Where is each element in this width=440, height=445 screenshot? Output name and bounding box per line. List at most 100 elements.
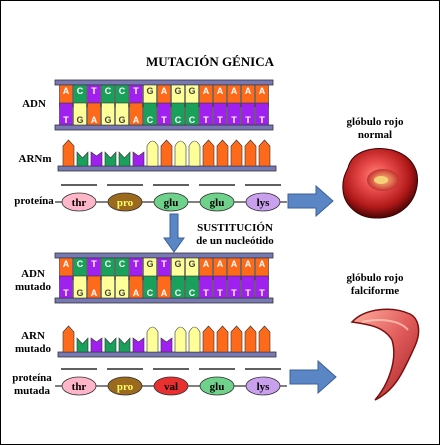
- dna-normal-base-bottom-label: T: [259, 115, 265, 125]
- dna-normal-base-pair: AT: [213, 84, 227, 126]
- dna-normal-base-pair: CG: [115, 84, 129, 126]
- dna-mutated-base-bottom-label: G: [118, 288, 125, 298]
- dna-mutated-base-bottom: [227, 275, 241, 299]
- dna-mutated-base-bottom: [115, 275, 129, 299]
- dna-normal-base-pair: AT: [157, 84, 171, 126]
- dna-normal-base-top-label: C: [119, 86, 126, 96]
- dna-mutated-base-bottom: [213, 275, 227, 299]
- dna-mutated-base-top-label: G: [188, 259, 195, 269]
- protein-mutated-amino-acid-lys: [245, 376, 281, 396]
- dna-mutated-base-bottom-label: A: [161, 288, 168, 298]
- dna-normal-base-bottom: [87, 102, 101, 126]
- dna-normal-base-bottom-label: C: [175, 115, 182, 125]
- dna-mutated-base-top-label: A: [63, 259, 70, 269]
- dna-normal-base-top-label: G: [146, 86, 153, 96]
- sustitucion-line1: SUSTITUCIÓN: [197, 222, 273, 234]
- dna-mutated-base-top-label: A: [245, 259, 252, 269]
- dna-mutated-base-bottom-label: T: [245, 288, 251, 298]
- dna-normal-base-pair: GC: [143, 84, 157, 126]
- dna-normal-base-top-label: A: [203, 86, 210, 96]
- dna-normal-base-bottom: [255, 102, 269, 126]
- dna-normal-base-bottom: [199, 102, 213, 126]
- protein-normal-amino-acid-label: thr: [72, 197, 87, 209]
- dna-normal-base-pair: CG: [73, 84, 87, 126]
- arn-mutated-nucleotide-A: [258, 325, 271, 353]
- dna-mutated-base-bottom-label: T: [259, 288, 265, 298]
- arn-normal-nucleotide-U: [90, 151, 103, 167]
- dna-normal-base-bottom: [213, 102, 227, 126]
- dna-mutated-base-bottom: [171, 275, 185, 299]
- dna-mutated-backbone-bottom: [54, 297, 274, 304]
- dna-mutated-base-bottom: [129, 275, 143, 299]
- protein-mutated-amino-acid-thr: [61, 376, 97, 396]
- arn-normal-nucleotide-A: [230, 139, 243, 167]
- protein-normal-amino-acid-lys: [245, 192, 281, 212]
- dna-normal-base-pair: TA: [87, 84, 101, 126]
- dna-normal-base-top-label: A: [63, 86, 70, 96]
- arn-mutated-nucleotide-A: [244, 325, 257, 353]
- dna-normal-base-top-label: C: [105, 86, 112, 96]
- dna-normal-base-pair: GC: [185, 84, 199, 126]
- dna-mutated-base-bottom-label: G: [104, 288, 111, 298]
- arn-normal-nucleotide-A: [160, 139, 173, 167]
- protein-mutated-amino-acid-val: [153, 376, 189, 396]
- dna-normal-base-pair: AT: [199, 84, 213, 126]
- dna-normal-base-pair: AT: [59, 84, 73, 126]
- label-sickle-cell: glóbulo rojo falciforme: [330, 272, 420, 298]
- arn-normal-nucleotide-C: [118, 151, 131, 167]
- dna-normal-base-top-label: G: [174, 86, 181, 96]
- dna-mutated-base-bottom: [199, 275, 213, 299]
- dna-normal-base-bottom-label: C: [147, 115, 154, 125]
- protein-mutated-amino-acid-label: lys: [257, 381, 271, 393]
- dna-normal-base-bottom-label: T: [231, 115, 237, 125]
- dna-mutated-base-top-label: C: [119, 259, 126, 269]
- dna-normal-base-top-label: A: [245, 86, 252, 96]
- normal-red-blood-cell-icon: [342, 148, 419, 219]
- dna-mutated-base-top-label: T: [91, 259, 97, 269]
- normal-cell-line2: normal: [357, 129, 393, 141]
- dna-mutated-base-bottom-label: T: [231, 288, 237, 298]
- protein-normal-amino-acid-thr: [61, 192, 97, 212]
- dna-normal-base-bottom: [241, 102, 255, 126]
- dna-mutated-base-bottom: [59, 275, 73, 299]
- protein-normal-amino-acid-glu: [153, 192, 189, 212]
- arn-mutated-nucleotide-A: [216, 325, 229, 353]
- dna-normal-base-bottom-label: T: [161, 115, 167, 125]
- arn-normal-nucleotide-C: [76, 151, 89, 167]
- arn-mutated-backbone: [57, 351, 277, 358]
- protein-normal-amino-acid-label: glu: [164, 197, 179, 209]
- dna-normal-base-bottom: [143, 102, 157, 126]
- arrow-right-normal-icon: [287, 184, 334, 218]
- dna-normal-base-bottom: [73, 102, 87, 126]
- dna-mutated-base-pair: AT: [227, 257, 241, 299]
- dna-mutated-base-bottom: [87, 275, 101, 299]
- dna-normal-base-top-label: T: [133, 86, 139, 96]
- label-proteina: proteína: [14, 195, 54, 207]
- dna-normal-base-bottom-label: C: [189, 115, 196, 125]
- dna-mutated-base-pair: GC: [185, 257, 199, 299]
- sustitucion-line2: de un nucleótido: [196, 235, 274, 247]
- dna-mutated-base-bottom-label: T: [63, 288, 69, 298]
- label-normal-cell: glóbulo rojo normal: [330, 116, 420, 142]
- arn-normal-nucleotide-A: [258, 139, 271, 167]
- arn-mutated-nucleotide-C: [76, 337, 89, 353]
- dna-normal-base-bottom: [115, 102, 129, 126]
- arn-mutated-nucleotide-C: [118, 337, 131, 353]
- dna-normal-base-top-label: A: [231, 86, 238, 96]
- dna-normal-base-top-label: A: [161, 86, 168, 96]
- dna-mutated-base-top-label: A: [203, 259, 210, 269]
- dna-normal-base-bottom-label: T: [245, 115, 251, 125]
- dna-mutated-base-pair: TA: [157, 257, 171, 299]
- dna-mutated-base-top-label: A: [231, 259, 238, 269]
- arn-mutated-nucleotide-A: [62, 325, 75, 353]
- dna-mutated-base-bottom-label: C: [147, 288, 154, 298]
- arn-mutated-nucleotide-G: [174, 326, 187, 353]
- arn-normal-nucleotide-G: [146, 140, 159, 167]
- dna-mutated-base-pair: GC: [171, 257, 185, 299]
- arn-mutated-nucleotide-G: [188, 326, 201, 353]
- dna-normal-backbone-bottom: [54, 124, 274, 131]
- dna-normal-base-bottom-label: A: [91, 115, 98, 125]
- dna-normal-base-top-label: A: [217, 86, 224, 96]
